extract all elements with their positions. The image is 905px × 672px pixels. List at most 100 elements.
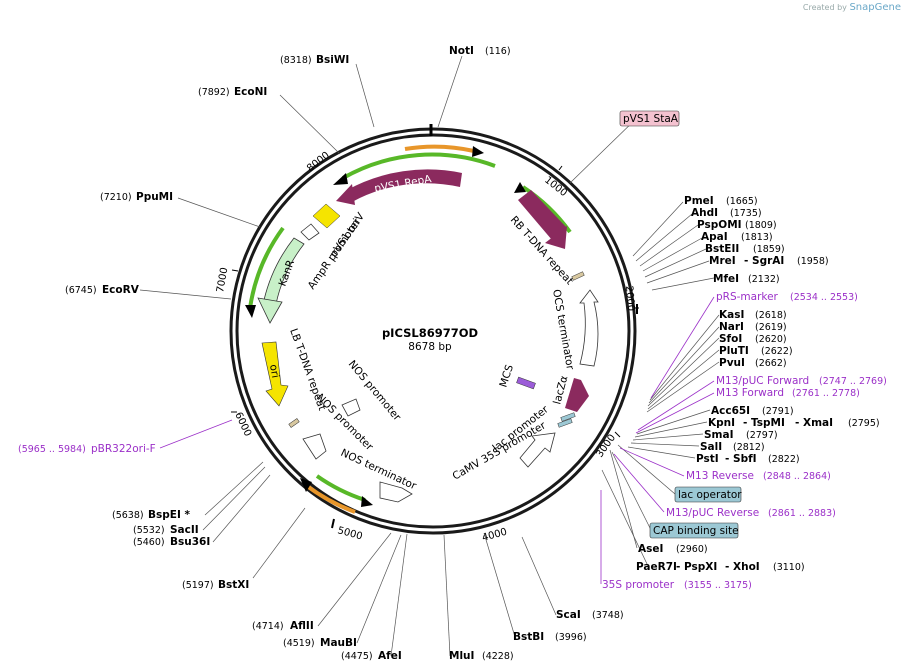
site-position: (7892) [198,87,230,98]
site-position: (2622) [761,346,793,357]
site-position: (2822) [768,454,800,465]
site-position: (1859) [753,244,785,255]
primer-position: (2861 .. 2883) [768,508,836,519]
site-label: PaeR7I [636,561,677,573]
site-label: SalI [700,441,722,453]
site-label: BstBI [513,631,544,643]
site-position: (2797) [746,430,778,441]
site-label: MreI [709,255,736,267]
site-position: (5460) [133,537,165,548]
site-position: (4519) [283,638,315,649]
site-position: (3110) [773,562,805,573]
site-position: (4475) [341,651,373,662]
site-label: Acc65I [711,405,750,417]
plasmid-length: 8678 bp [408,341,452,353]
badge-label: CAP binding site [653,525,739,537]
green-arrow-top [342,152,496,180]
site-label: KpnI [708,417,735,429]
primer-position: (3155 .. 3175) [684,580,752,591]
plasmid-name: pICSL86977OD [382,326,478,340]
primer-position: (2848 .. 2864) [763,471,831,482]
site-label: - SbfI [725,453,757,465]
site-position: (116) [485,46,511,57]
primer-position: (2534 .. 2553) [790,292,858,303]
mcs-label: MCS [497,363,516,389]
site-label: MauBI [320,637,357,649]
site-label: - SgrAI [744,255,784,267]
site-label: PluTI [719,345,749,357]
rb-tdna-arrow [518,190,567,240]
badge-lac-operator [674,486,742,503]
primer-label: M13 Reverse [686,470,754,482]
site-position: (2619) [755,322,787,333]
site-label: PspOMI [697,219,742,231]
site-label: NarI [719,321,744,333]
site-position: (1809) [745,220,777,231]
site-label: KasI [719,309,744,321]
snapgene-credit: Created by SnapGene [803,2,901,13]
site-label: PmeI [684,195,714,207]
ori-label: ori [267,363,281,379]
site-position: (6745) [65,285,97,296]
site-label: BstXI [218,579,249,591]
site-position: (2960) [676,544,708,555]
site-label: AflII [290,620,314,632]
ori-arrow [261,341,289,407]
primer-label: 35S promoter [602,579,675,591]
site-position: (5532) [133,525,165,536]
site-label: MfeI [713,273,739,285]
site-label: - XmaI [795,417,833,429]
site-position: (2662) [755,358,787,369]
badge-label: pVS1 StaA [623,113,679,125]
badge-cap-binding-site [649,522,739,539]
site-label: ScaI [556,609,581,621]
badge-label: lac operator [678,489,742,501]
primer-labels: pRS-marker (2534 .. 2553) M13/pUC Forwar… [18,291,887,591]
tick-label: 5000 [336,525,363,542]
credit-prefix: Created by [802,3,847,12]
site-label: PvuI [719,357,745,369]
pvs1-oriv-box [312,203,341,229]
site-position: (1958) [797,256,829,267]
site-position: (2620) [755,334,787,345]
primer-label: pRS-marker [716,291,779,303]
site-label: Bsu36I [170,536,210,548]
site-position: (2795) [848,418,880,429]
tick-label: 7000 [215,267,230,294]
site-label: SmaI [704,429,734,441]
primer-position: (2761 .. 2778) [792,388,860,399]
feature-badges: pVS1 StaA lac operator CAP binding site [619,110,742,539]
site-label: SfoI [719,333,742,345]
site-position: (5197) [182,580,214,591]
snapgene-logo: SnapGene [849,2,901,13]
site-label: AhdI [691,207,718,219]
site-position: (2791) [762,406,794,417]
tick-label: 2000 [623,285,636,311]
primer-label: M13 Forward [716,387,784,399]
site-position: (1813) [741,232,773,243]
nos-promoter-inner-label: NOS promoter [346,358,404,424]
site-position: (1735) [730,208,762,219]
site-position: (2812) [733,442,765,453]
site-position: (7210) [100,192,132,203]
green-arrow-rb [521,185,572,234]
badge-pvs1-staa [619,110,680,127]
site-label: AseI [638,543,663,555]
site-label: SacII [170,524,199,536]
primer-label: M13/pUC Forward [716,375,809,387]
camv35s-arrow [519,432,556,468]
site-label: BspEI * [148,509,191,521]
orange-arrow-bottom [305,484,356,514]
nos-terminator-label: NOS terminator [339,447,419,493]
site-label: MluI [449,650,474,662]
site-connectors [139,55,720,657]
site-position: (2618) [755,310,787,321]
site-label: EcoRV [102,284,140,296]
site-position: (3996) [555,632,587,643]
site-label: BsiWI [316,54,349,66]
orange-arrow-top [404,144,475,153]
site-label: - TspMI [743,417,785,429]
site-label: NotI [449,45,474,57]
primer-connectors [159,296,715,584]
